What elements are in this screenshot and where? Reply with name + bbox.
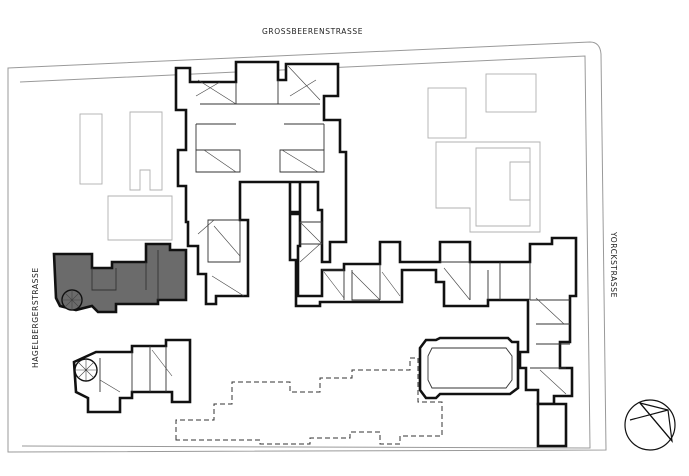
street-label-east: YORCKSTRASSE (609, 231, 618, 298)
main-building-complex (174, 60, 578, 406)
north-arrow-icon (624, 399, 676, 451)
highlighted-building (52, 242, 188, 314)
southeast-annex (536, 402, 568, 448)
street-label-west: HAGELBERGERSTRASSE (31, 267, 40, 368)
southwest-building (72, 338, 192, 414)
street-label-north: GROSSBEERENSTRASSE (262, 27, 363, 36)
planned-outline-dashed (175, 357, 443, 445)
oval-building (418, 336, 520, 400)
ghost-buildings (79, 73, 541, 241)
